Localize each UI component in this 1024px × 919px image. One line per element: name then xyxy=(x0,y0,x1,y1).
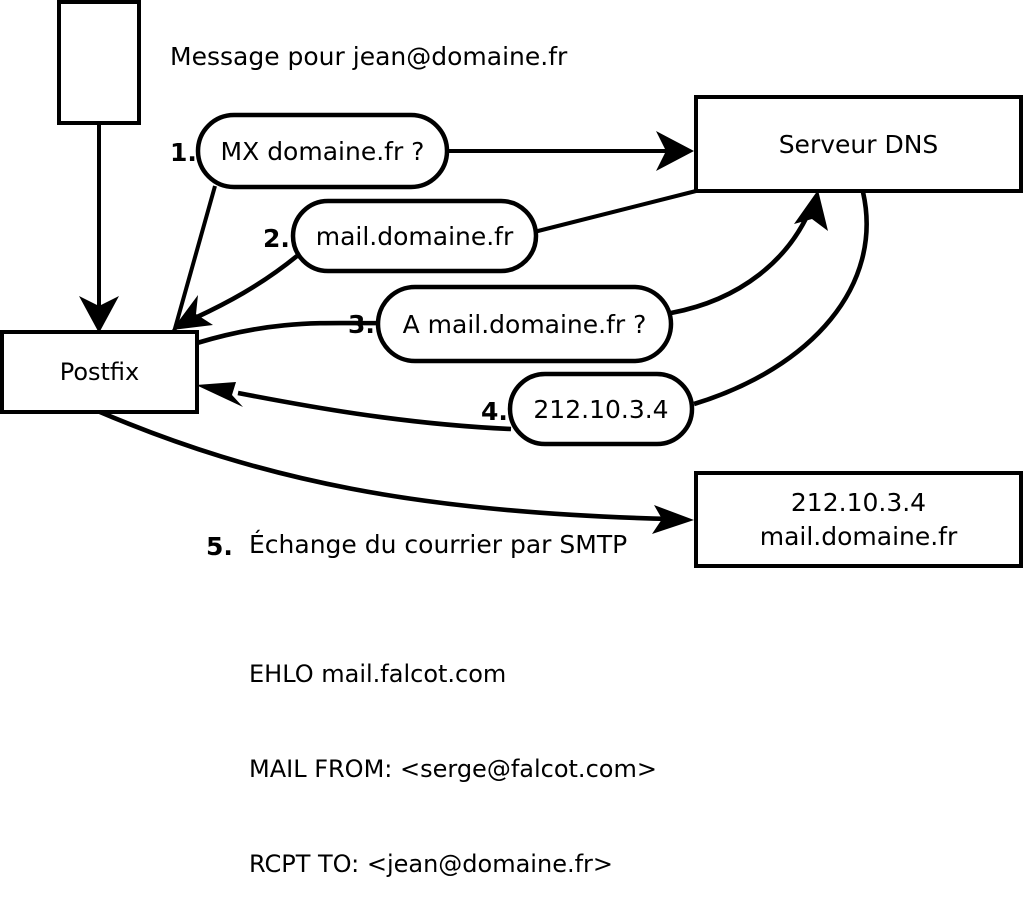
connector-step4-to-postfix xyxy=(196,382,512,432)
smtp-transcript: EHLO mail.falcot.com MAIL FROM: <serge@f… xyxy=(249,596,657,919)
connector-step2-to-postfix xyxy=(172,254,299,330)
step-number-3: 3. xyxy=(348,310,375,339)
step-bubble-4 xyxy=(507,371,695,447)
step-number-1: 1. xyxy=(170,138,197,167)
step-number-5: 5. xyxy=(206,532,233,561)
diagram-title: Message pour jean@domaine.fr xyxy=(170,42,568,71)
connector-step1-to-dns xyxy=(447,131,694,171)
connector-postfix-to-step1 xyxy=(172,185,217,333)
connector-step3-to-dns xyxy=(670,190,828,316)
step-bubble-3 xyxy=(375,284,674,364)
dns-server-box xyxy=(694,95,1023,193)
postfix-box xyxy=(0,330,199,414)
smtp-line: MAIL FROM: <serge@falcot.com> xyxy=(249,754,657,783)
client-box xyxy=(57,0,141,125)
connector-dns-to-step2 xyxy=(533,189,697,234)
step-label-5: Échange du courrier par SMTP xyxy=(249,530,628,559)
connector-dns-to-step4 xyxy=(693,191,869,407)
smtp-line: RCPT TO: <jean@domaine.fr> xyxy=(249,849,614,878)
smtp-line: EHLO mail.falcot.com xyxy=(249,660,507,689)
step-number-4: 4. xyxy=(481,397,508,426)
connector-client-to-postfix xyxy=(79,124,119,333)
connector-postfix-to-step3 xyxy=(196,320,382,346)
target-server-box xyxy=(694,471,1023,568)
step-bubble-1 xyxy=(195,112,450,190)
connector-postfix-to-target xyxy=(99,409,694,534)
step-bubble-2 xyxy=(290,198,539,274)
step-number-2: 2. xyxy=(263,224,290,253)
